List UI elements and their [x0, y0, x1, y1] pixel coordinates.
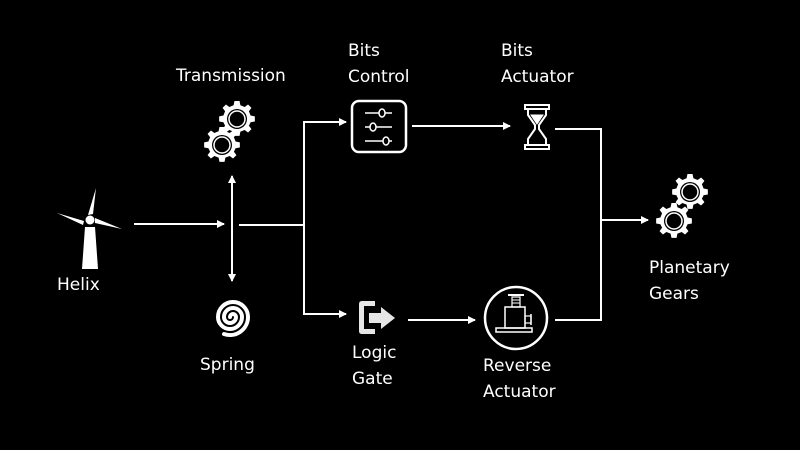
- jack-icon: [483, 285, 549, 351]
- node-label-reverse-actuator: Reverse Actuator: [483, 353, 556, 405]
- connectors: [134, 118, 649, 324]
- label-line: Planetary: [649, 258, 730, 278]
- spiral-icon: [215, 300, 251, 338]
- exit-arrow-icon: [359, 301, 395, 334]
- node-label-helix: Helix: [57, 272, 100, 298]
- gears-icon: [203, 100, 256, 163]
- label-line: Reverse: [483, 356, 552, 376]
- sliders-icon: [350, 99, 408, 154]
- node-label-bits-actuator: Bits Actuator: [501, 38, 574, 90]
- edge-junction-to-logic-gate: [303, 310, 347, 318]
- label-line: Actuator: [483, 382, 556, 402]
- label-line: Control: [348, 67, 410, 87]
- node-label-planetary-gears: Planetary Gears: [649, 255, 730, 307]
- hourglass-icon: [524, 104, 550, 150]
- label-line: Transmission: [176, 66, 286, 86]
- label-line: Gears: [649, 284, 699, 304]
- node-label-spring: Spring: [200, 352, 255, 378]
- label-line: Bits: [501, 41, 533, 61]
- label-line: Spring: [200, 355, 255, 375]
- label-line: Helix: [57, 275, 100, 295]
- node-label-bits-control: Bits Control: [348, 38, 409, 90]
- label-line: Gate: [352, 369, 393, 389]
- edge-bits-actuator-to-merge: [555, 128, 602, 321]
- label-line: Actuator: [501, 67, 574, 87]
- label-line: Logic: [352, 343, 397, 363]
- node-label-transmission: Transmission: [176, 63, 286, 89]
- edge-junction-to-bits-control: [303, 118, 347, 313]
- wind-turbine-icon: [57, 188, 122, 269]
- gears-icon: [655, 173, 709, 239]
- label-line: Bits: [348, 41, 380, 61]
- node-label-logic-gate: Logic Gate: [352, 340, 396, 392]
